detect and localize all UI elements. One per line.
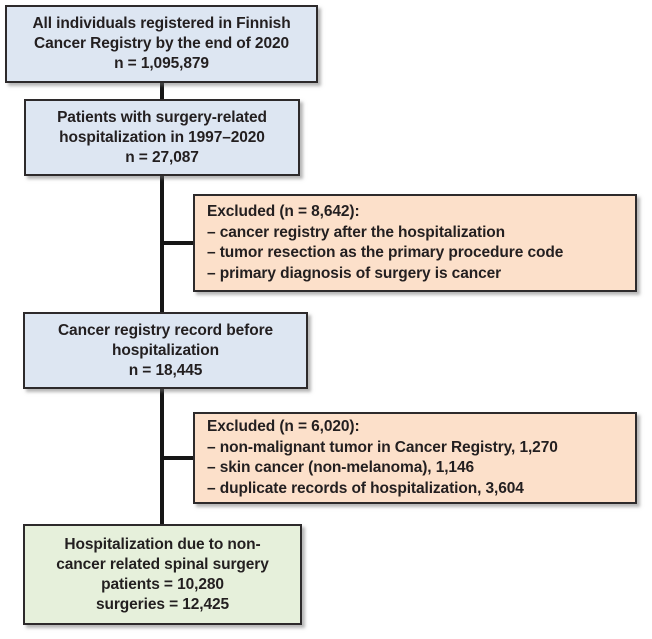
surgery-hospitalization-box: Patients with surgery-related hospitaliz…: [24, 99, 300, 176]
box-text-line: Cancer Registry by the end of 2020: [33, 35, 290, 52]
box-count-line: n = 18,445: [128, 361, 203, 379]
box-text-line: hospitalization: [111, 341, 219, 359]
box-count-line: n = 1,095,879: [114, 55, 209, 72]
box-text-line: Patients with surgery-related: [57, 108, 267, 126]
box-text-line: Cancer registry record before: [57, 321, 274, 339]
final-cohort-box: Hospitalization due to non- cancer relat…: [23, 524, 302, 625]
excluded-item: – duplicate records of hospitalization, …: [207, 479, 524, 497]
flow-branch-excluded-1: [162, 241, 195, 245]
excluded-box-1: Excluded (n = 8,642): – cancer registry …: [193, 194, 637, 292]
box-count-line: surgeries = 12,425: [95, 595, 230, 613]
box-text-line: hospitalization in 1997–2020: [59, 128, 265, 146]
box-count-line: patients = 10,280: [101, 575, 224, 593]
excluded-box-2: Excluded (n = 6,020): – non-malignant tu…: [193, 412, 637, 504]
cancer-registry-record-box: Cancer registry record before hospitaliz…: [23, 312, 308, 389]
source-population-box: All individuals registered in Finnish Ca…: [5, 5, 318, 83]
box-text-line: Hospitalization due to non-: [64, 535, 261, 553]
box-text-line: cancer related spinal surgery: [56, 555, 269, 573]
excluded-item: – tumor resection as the primary procedu…: [207, 244, 564, 261]
excluded-title: Excluded (n = 6,020):: [207, 418, 360, 435]
excluded-item: – skin cancer (non-melanoma), 1,146: [207, 459, 474, 476]
excluded-item: – non-malignant tumor in Cancer Registry…: [207, 438, 558, 456]
excluded-item: – primary diagnosis of surgery is cancer: [207, 264, 502, 282]
flow-branch-excluded-2: [162, 456, 195, 460]
excluded-item: – cancer registry after the hospitalizat…: [207, 223, 506, 241]
box-text-line: All individuals registered in Finnish: [32, 15, 291, 32]
box-count-line: n = 27,087: [125, 148, 199, 166]
excluded-title: Excluded (n = 8,642):: [207, 203, 360, 220]
flow-line-source-to-surgery: [160, 82, 164, 101]
